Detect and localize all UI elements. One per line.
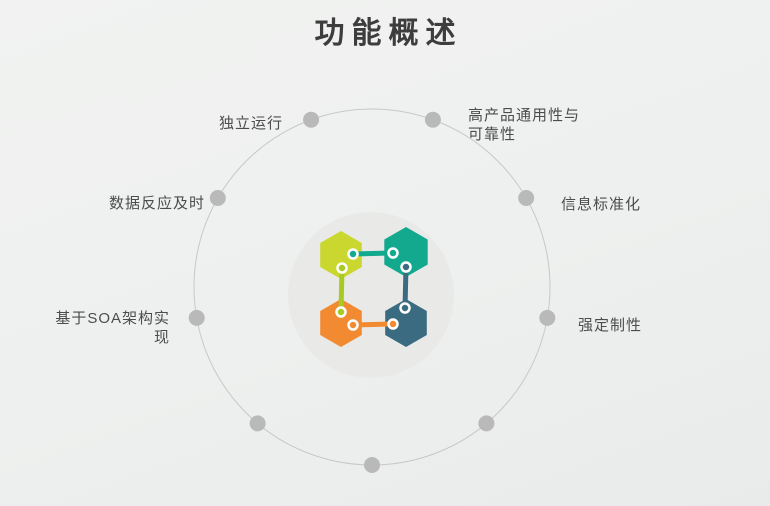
- hexagon-orange: [320, 299, 362, 347]
- connector-left: [338, 265, 345, 315]
- connector-top-dot: [387, 247, 399, 259]
- connector-right: [402, 264, 409, 311]
- feature-label-independent-operation: 独立运行: [218, 115, 283, 132]
- center-disc: [288, 212, 454, 378]
- connector-right-dot: [400, 261, 412, 273]
- ring-node: [188, 309, 205, 326]
- feature-label-timely-data-response: 数据反应及时: [108, 195, 205, 212]
- ring-node: [209, 190, 226, 206]
- connector-left-dot: [336, 262, 348, 274]
- feature-label-strong-customization: 强定制性: [578, 317, 643, 334]
- ring-node: [478, 415, 495, 432]
- connector-left-dot: [335, 306, 347, 318]
- feature-label-information-standardization: 信息标准化: [561, 196, 642, 213]
- connector-right-dot: [399, 302, 411, 314]
- ring-node: [539, 309, 556, 326]
- feature-label-soa-architecture: 基于SOA架构实 现: [55, 310, 170, 346]
- ring-node: [249, 415, 266, 432]
- hexagon-slate: [385, 299, 427, 347]
- ring-node: [518, 190, 535, 206]
- ring-node: [424, 111, 441, 128]
- hexagon-lime: [320, 231, 362, 279]
- hexagon-teal: [384, 227, 428, 277]
- connector-top: [350, 250, 396, 257]
- connector-bottom-dot: [387, 318, 399, 330]
- ring-node: [303, 111, 320, 128]
- feature-label-product-versatility: 高产品通用性与 可靠性: [468, 107, 581, 143]
- connector-top-dot: [347, 248, 359, 260]
- connector-bottom-dot: [347, 319, 359, 331]
- page-title: 功能概述: [314, 17, 463, 50]
- connector-bottom: [350, 321, 396, 328]
- ring-node: [364, 457, 380, 473]
